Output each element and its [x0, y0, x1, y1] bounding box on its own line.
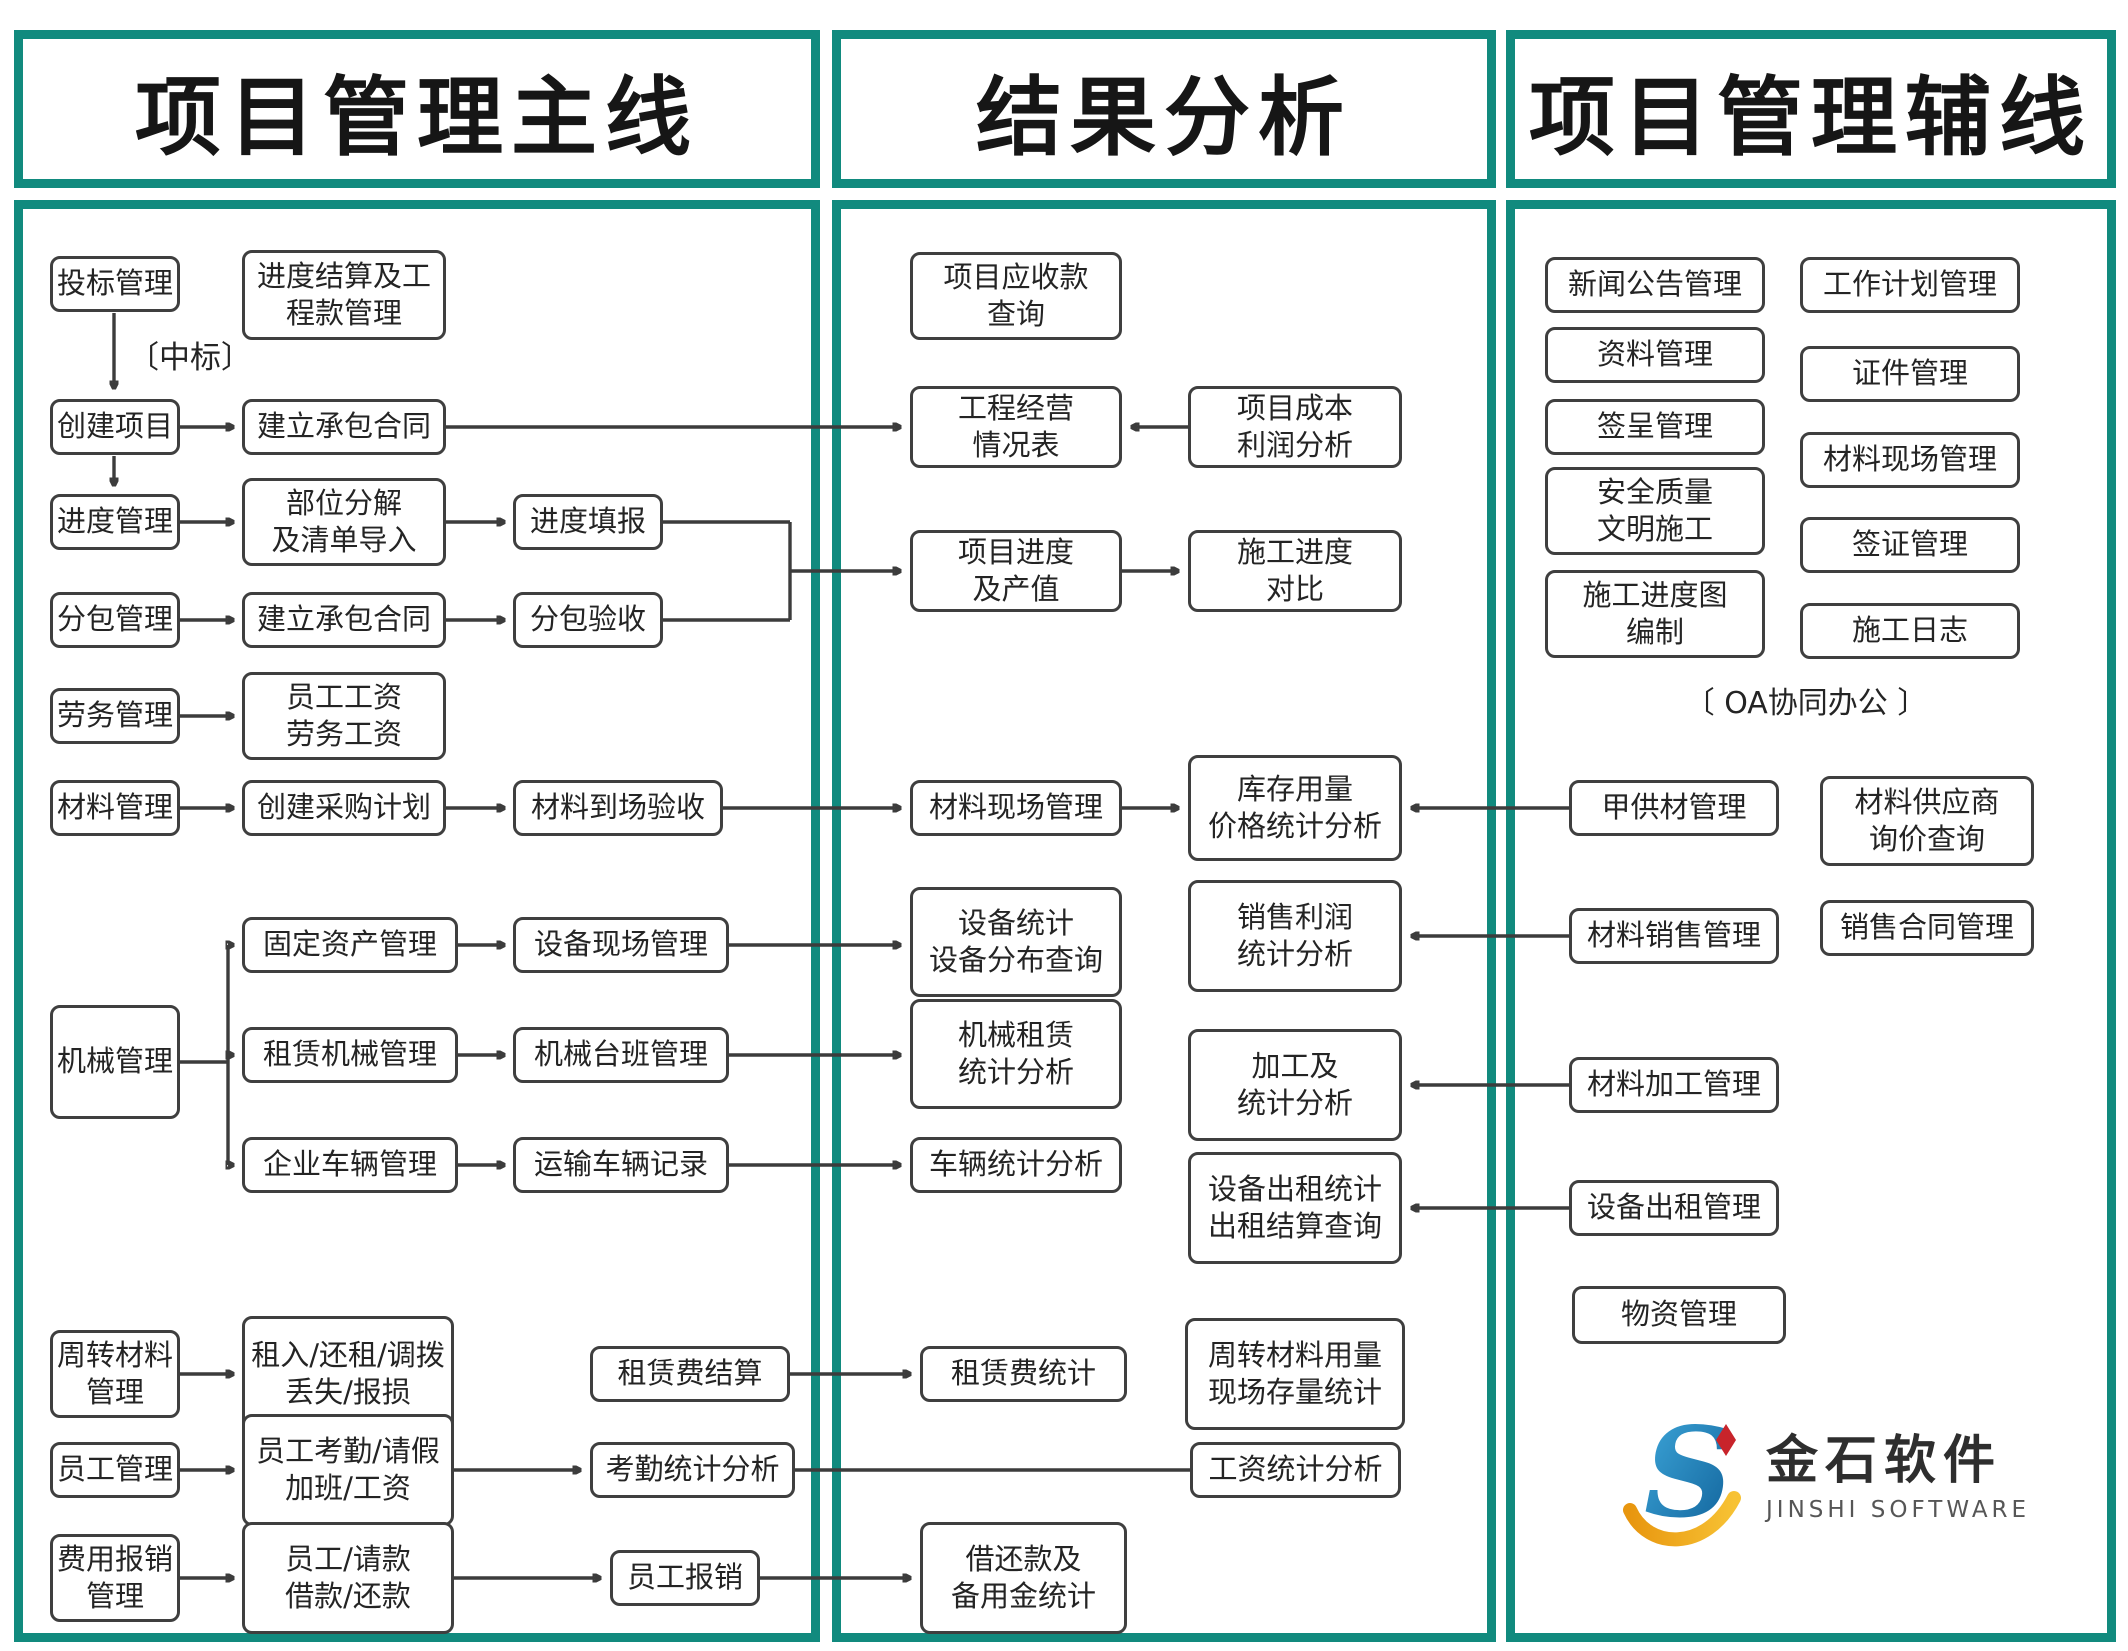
- node-owner-material: 甲供材管理: [1569, 780, 1779, 836]
- node-turnover-stock-stat: 周转材料用量 现场存量统计: [1185, 1318, 1405, 1430]
- node-supplier-inquiry: 材料供应商 询价查询: [1820, 776, 2034, 866]
- logo-name-cn: 金石软件: [1766, 1431, 2003, 1492]
- node-machine-rental-stat: 机械租赁 统计分析: [910, 999, 1122, 1109]
- node-expense-management: 费用报销 管理: [50, 1534, 180, 1622]
- node-create-project: 创建项目: [50, 399, 180, 455]
- node-goods-management: 物资管理: [1572, 1286, 1786, 1344]
- node-receivable-query: 项目应收款 查询: [910, 252, 1122, 340]
- node-company-vehicles: 企业车辆管理: [242, 1137, 458, 1193]
- node-labor-management: 劳务管理: [50, 688, 180, 744]
- node-equipment-site: 设备现场管理: [513, 917, 729, 973]
- node-decompose-import: 部位分解 及清单导入: [242, 478, 446, 566]
- header-main-line: 项目管理主线: [14, 30, 820, 188]
- node-subcontract-management: 分包管理: [50, 592, 180, 648]
- node-staff-management: 员工管理: [50, 1442, 180, 1498]
- node-cost-profit-analysis: 项目成本 利润分析: [1188, 386, 1402, 468]
- node-work-plan: 工作计划管理: [1800, 257, 2020, 313]
- node-document-management: 资料管理: [1545, 327, 1765, 383]
- node-staff-reimburse: 员工报销: [610, 1550, 760, 1606]
- header-result-analysis-title: 结果分析: [976, 66, 1352, 168]
- node-subcontract-acceptance: 分包验收: [513, 592, 663, 648]
- node-machinery-management: 机械管理: [50, 1005, 180, 1119]
- main-line-arrows: [114, 313, 1190, 1578]
- node-material-sales: 材料销售管理: [1569, 908, 1779, 964]
- node-loan-petty-cash-stat: 借还款及 备用金统计: [920, 1522, 1127, 1634]
- node-contract-sub: 建立承包合同: [242, 592, 446, 648]
- header-main-line-title: 项目管理主线: [135, 66, 699, 168]
- node-bid-management: 投标管理: [50, 256, 180, 312]
- node-wages: 员工工资 劳务工资: [242, 672, 446, 760]
- label-win-bid: 〔中标〕: [128, 340, 252, 376]
- node-contract-main: 建立承包合同: [242, 399, 446, 455]
- logo-name-en: JINSHI SOFTWARE: [1766, 1496, 2031, 1523]
- node-equipment-rent-mgmt: 设备出租管理: [1569, 1180, 1779, 1236]
- node-project-progress-value: 项目进度 及产值: [910, 530, 1122, 612]
- node-rental-machinery: 租赁机械管理: [242, 1027, 458, 1083]
- node-progress-compare: 施工进度 对比: [1188, 530, 1402, 612]
- node-processing-stat: 加工及 统计分析: [1188, 1029, 1402, 1141]
- node-progress-management: 进度管理: [50, 494, 180, 550]
- header-aux-line-title: 项目管理辅线: [1529, 66, 2093, 168]
- node-vehicle-statistics: 车辆统计分析: [910, 1137, 1122, 1193]
- node-attendance: 员工考勤/请假 加班/工资: [242, 1414, 454, 1526]
- node-safety-quality: 安全质量 文明施工: [1545, 467, 1765, 555]
- node-news-announcement: 新闻公告管理: [1545, 257, 1765, 313]
- node-progress-fill: 进度填报: [513, 494, 663, 550]
- vendor-logo: S 金石软件 JINSHI SOFTWARE: [1622, 1388, 2052, 1568]
- node-purchase-plan: 创建采购计划: [242, 780, 446, 836]
- header-aux-line: 项目管理辅线: [1506, 30, 2116, 188]
- node-rent-fee-statistics: 租赁费统计: [920, 1346, 1127, 1402]
- result-analysis-arrows: [1122, 427, 1188, 808]
- node-certificate-management: 证件管理: [1800, 346, 2020, 402]
- label-oa-office: 〔 OA协同办公 〕: [1684, 686, 1928, 721]
- jinshi-logo-icon: S: [1623, 1401, 1741, 1547]
- node-fixed-assets: 固定资产管理: [242, 917, 458, 973]
- node-stock-statistics: 库存用量 价格统计分析: [1188, 755, 1402, 861]
- header-result-analysis: 结果分析: [832, 30, 1496, 188]
- node-request-loan: 员工/请款 借款/还款: [242, 1522, 454, 1634]
- node-material-management: 材料管理: [50, 780, 180, 836]
- node-material-site-result: 材料现场管理: [910, 780, 1122, 836]
- node-machine-shift: 机械台班管理: [513, 1027, 729, 1083]
- aux-line-arrows: [1412, 808, 1569, 1208]
- node-transport-records: 运输车辆记录: [513, 1137, 729, 1193]
- node-salary-statistics: 工资统计分析: [1190, 1442, 1401, 1498]
- node-rent-in-out: 租入/还租/调拨 丢失/报损: [242, 1316, 454, 1432]
- node-rent-fee-settlement: 租赁费结算: [590, 1346, 790, 1402]
- node-progress-settlement: 进度结算及工 程款管理: [242, 250, 446, 340]
- node-material-arrival: 材料到场验收: [513, 780, 723, 836]
- node-equipment-statistics: 设备统计 设备分布查询: [910, 887, 1122, 997]
- node-sign-management: 签呈管理: [1545, 399, 1765, 455]
- node-material-site-aux: 材料现场管理: [1800, 432, 2020, 488]
- node-operation-table: 工程经营 情况表: [910, 386, 1122, 468]
- node-sales-contract: 销售合同管理: [1820, 900, 2034, 956]
- node-material-processing: 材料加工管理: [1569, 1057, 1779, 1113]
- node-attendance-statistics: 考勤统计分析: [590, 1442, 795, 1498]
- svg-text:S: S: [1644, 1401, 1734, 1546]
- node-turnover-material: 周转材料 管理: [50, 1330, 180, 1418]
- node-visa-management: 签证管理: [1800, 517, 2020, 573]
- node-site-log: 施工日志: [1800, 603, 2020, 659]
- node-equip-rent-stat: 设备出租统计 出租结算查询: [1188, 1152, 1402, 1264]
- node-schedule-chart: 施工进度图 编制: [1545, 570, 1765, 658]
- node-sales-profit-stat: 销售利润 统计分析: [1188, 880, 1402, 992]
